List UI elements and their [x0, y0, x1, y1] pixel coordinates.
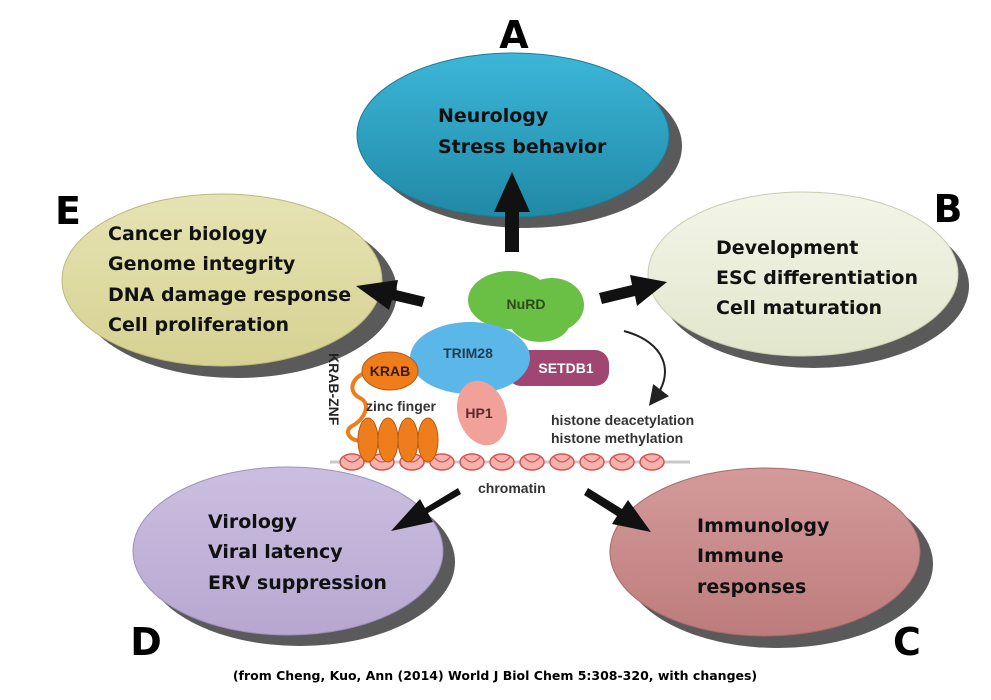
- chromatin-label: chromatin: [478, 480, 546, 496]
- panel-e-letter: E: [55, 189, 81, 233]
- arrow-to-panel-e: [356, 280, 425, 310]
- trim28-protein: [410, 322, 530, 394]
- nurd-blob: [510, 302, 570, 342]
- dna-wrap: [493, 456, 511, 463]
- panel-c-topic: Immunology: [697, 515, 830, 537]
- trim28-label: TRIM28: [443, 345, 493, 361]
- panel-e-ellipse: [61, 193, 383, 367]
- hp1-label: HP1: [465, 405, 492, 421]
- panel-a-topic: Stress behavior: [438, 136, 607, 158]
- panel-e-topic: Cancer biology: [108, 223, 268, 245]
- krab-label: KRAB: [370, 363, 410, 379]
- zinc-finger-domain: [397, 417, 419, 463]
- curved-arrow-histone-modification: [623, 330, 670, 406]
- arrow-to-panel-a: [494, 172, 530, 252]
- panel-b-topic: ESC differentiation: [716, 267, 918, 289]
- panel-d-topic: Viral latency: [208, 541, 343, 563]
- hp1-protein: [457, 380, 507, 446]
- dna-wrap: [643, 456, 661, 463]
- panel-c-letter: C: [893, 620, 921, 664]
- histone-methylation-label: histone methylation: [551, 430, 683, 446]
- dna-wrap: [553, 456, 571, 463]
- panel-d-ellipse: [132, 466, 444, 636]
- arrow-to-panel-d: [391, 488, 461, 531]
- panel-b-topic: Cell maturation: [716, 297, 882, 319]
- setdb1-label: SETDB1: [538, 360, 593, 376]
- dna-wrap: [433, 456, 451, 463]
- dna-wrap: [463, 456, 481, 463]
- panel-e-topic: Cell proliferation: [108, 314, 289, 336]
- panel-b-topic: Development: [716, 237, 858, 259]
- panel-a-letter: A: [499, 13, 529, 57]
- histone-deacetylation-label: histone deacetylation: [551, 412, 694, 428]
- krab-znf-linker: [346, 370, 368, 443]
- krab-domain: [361, 351, 419, 391]
- krab-znf-label: KRAB-ZNF: [326, 353, 342, 426]
- citation: (from Cheng, Kuo, Ann (2014) World J Bio…: [233, 668, 757, 683]
- arrow-to-panel-b: [599, 275, 667, 306]
- zinc-finger-domain: [377, 417, 399, 463]
- panel-e-topic: DNA damage response: [108, 284, 351, 306]
- panel-c-ellipse: [609, 467, 921, 637]
- zinc-finger-domain: [417, 417, 439, 463]
- panel-d-topic: ERV suppression: [208, 572, 387, 594]
- nucleosome-array: [339, 453, 665, 471]
- dna-wrap: [583, 456, 601, 463]
- panel-c-topic: Immune: [697, 545, 784, 567]
- panel-d-topic: Virology: [208, 511, 297, 533]
- panel-c-topic: responses: [697, 576, 806, 598]
- panel-b-letter: B: [934, 187, 963, 231]
- setdb1-protein: [507, 350, 609, 386]
- nurd-label: NuRD: [507, 296, 546, 312]
- dna-wrap: [343, 456, 361, 463]
- zinc-finger-domain: [357, 417, 379, 463]
- panel-a-topic: Neurology: [438, 105, 549, 127]
- panel-b-ellipse: [647, 191, 959, 357]
- zinc-finger-label: zinc finger: [366, 398, 437, 414]
- panel-e-topic: Genome integrity: [108, 253, 296, 275]
- panel-d-letter: D: [130, 620, 162, 664]
- arrow-to-panel-c: [584, 488, 651, 532]
- dna-wrap: [613, 456, 631, 463]
- dna-wrap: [523, 456, 541, 463]
